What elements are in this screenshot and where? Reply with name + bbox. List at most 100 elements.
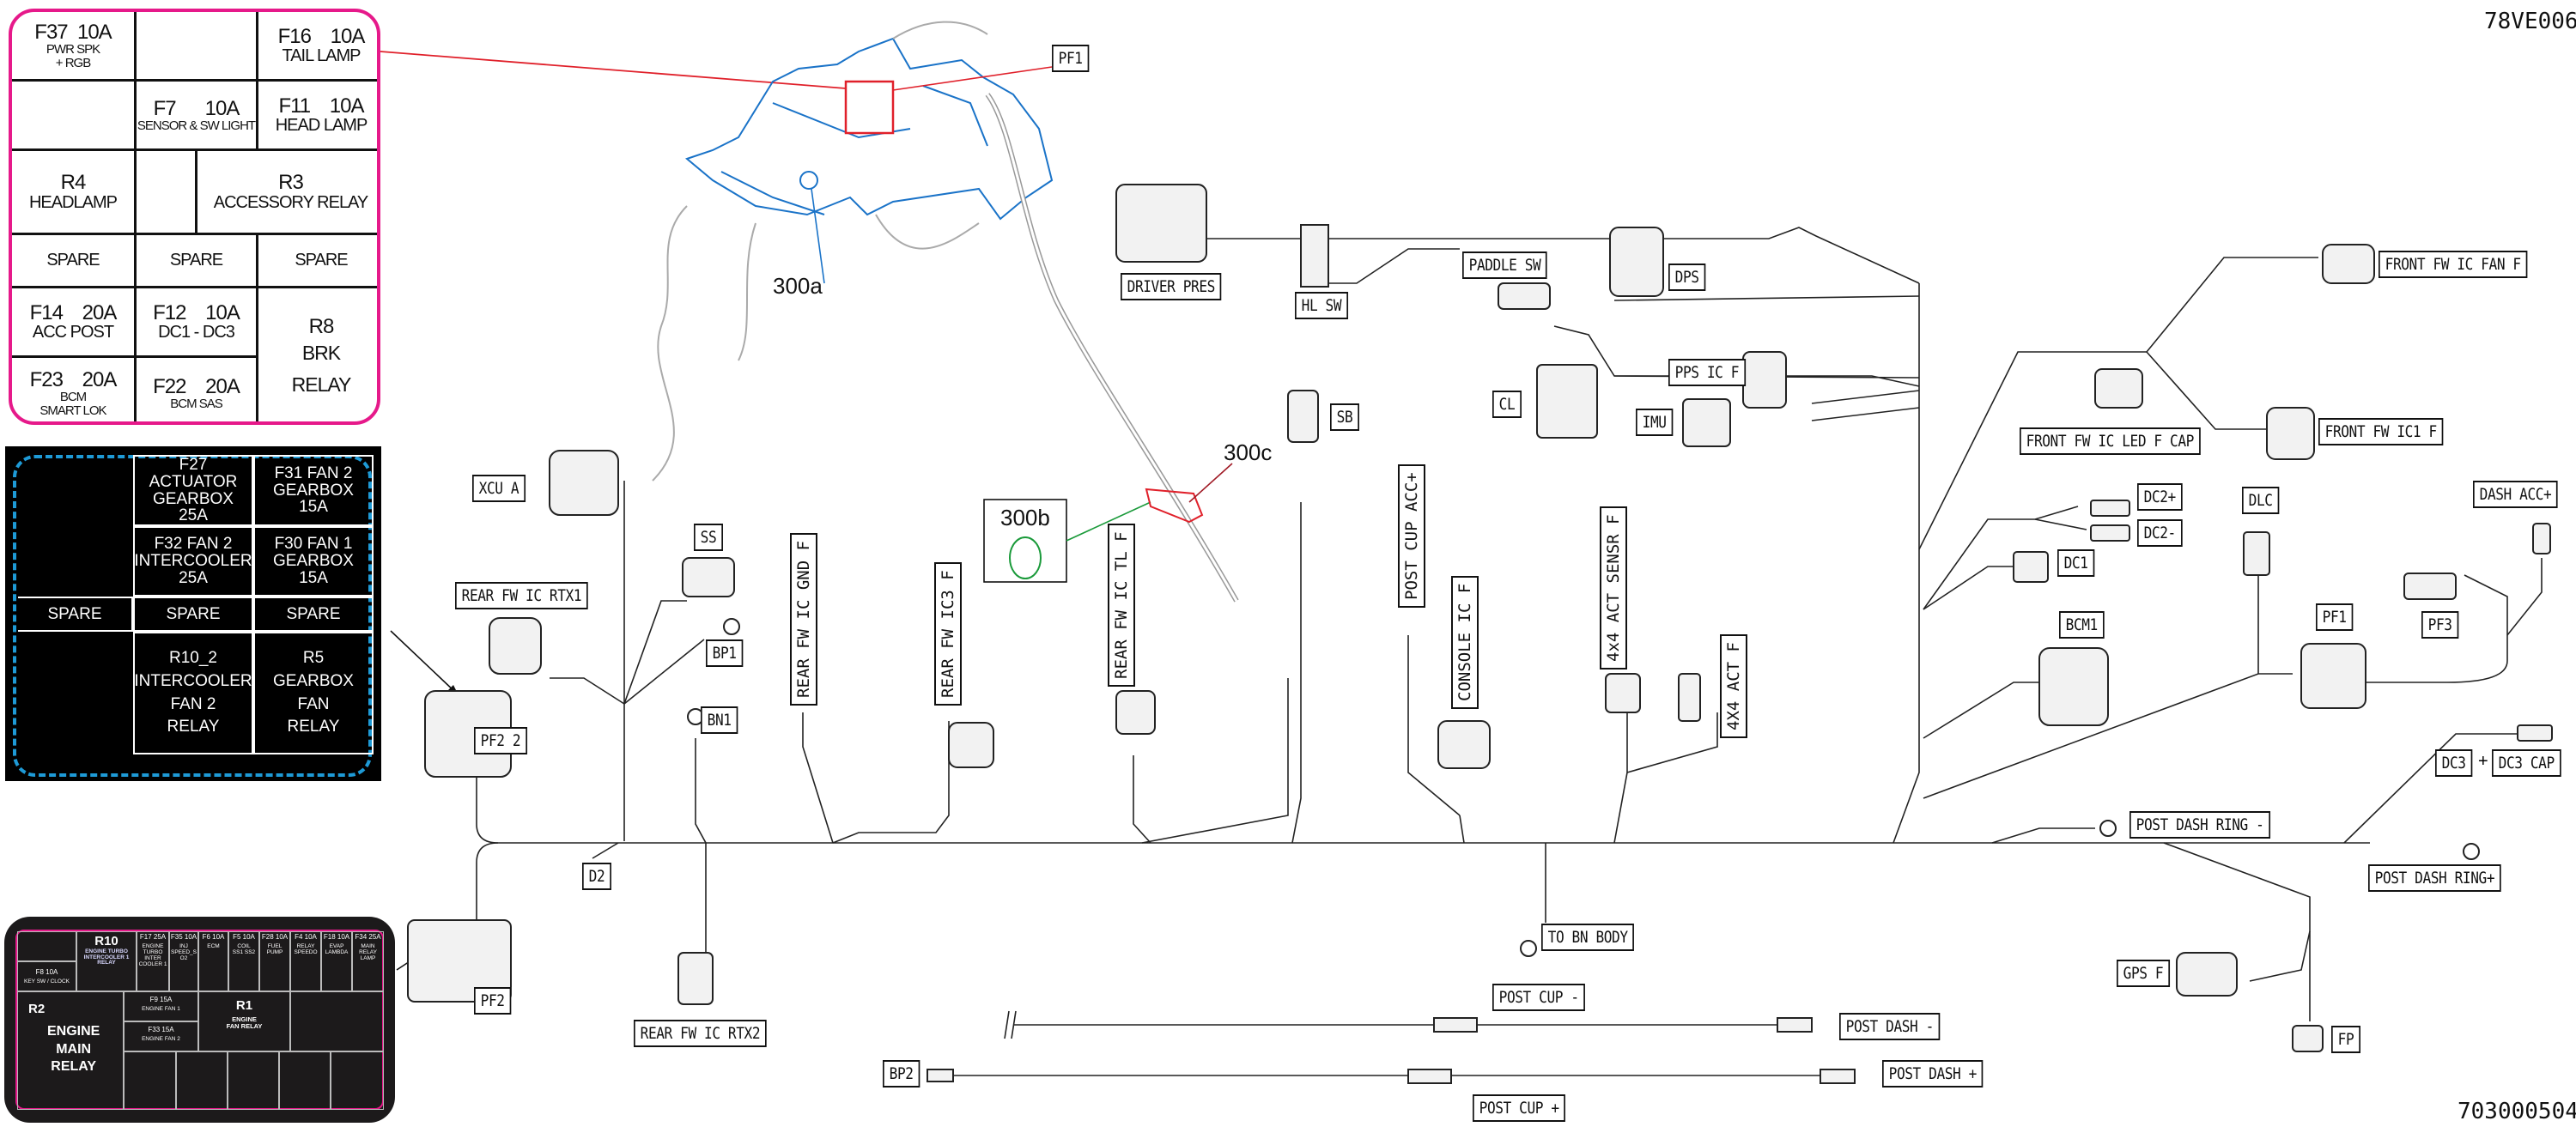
callout-300a: 300a xyxy=(773,273,823,299)
driver-pres-connector-icon xyxy=(1115,184,1207,263)
spare-slot: SPARE xyxy=(133,597,253,632)
harness-3d-drawing xyxy=(652,21,1239,603)
label-rear-fw-ic-rtx2[interactable]: REAR FW IC RTX2 xyxy=(634,1020,767,1047)
empty-slot xyxy=(124,1051,176,1110)
post-dash-plus-terminal-icon xyxy=(1820,1069,1856,1084)
bn1-wire xyxy=(695,738,707,1004)
label-pf2[interactable]: PF2 xyxy=(474,987,512,1015)
post-dash-minus-terminal-icon xyxy=(1777,1017,1813,1033)
label-d2[interactable]: D2 xyxy=(582,863,611,890)
label-bp1[interactable]: BP1 xyxy=(706,639,744,667)
label-driver-pres[interactable]: DRIVER PRES xyxy=(1121,273,1222,300)
label-to-bn-body[interactable]: TO BN BODY xyxy=(1541,924,1635,951)
fuse-f30: F30 FAN 1 GEARBOX 15A xyxy=(253,526,374,597)
ic3-f-connector-icon xyxy=(948,722,994,768)
label-bcm1[interactable]: BCM1 xyxy=(2059,611,2105,639)
label-rear-fw-ic-rtx1[interactable]: REAR FW IC RTX1 xyxy=(455,582,588,609)
label-post-cup-acc-plus[interactable]: POST CUP ACC+ xyxy=(1398,464,1425,608)
label-cl[interactable]: CL xyxy=(1492,391,1522,418)
label-4x4-act-f[interactable]: 4X4 ACT F xyxy=(1720,634,1747,738)
empty-slot xyxy=(12,82,137,151)
callout-300b: 300b xyxy=(1000,505,1050,530)
fp-connector-icon xyxy=(2292,1025,2324,1052)
label-rear-fw-ic-tl-f[interactable]: REAR FW IC TL F xyxy=(1108,524,1135,687)
label-fp[interactable]: FP xyxy=(2331,1026,2360,1053)
fuse-box-2: F27 ACTUATOR GEARBOX 25A F31 FAN 2 GEARB… xyxy=(5,446,381,781)
label-dash-acc-plus[interactable]: DASH ACC+ xyxy=(2473,481,2558,508)
dlc-connector-icon xyxy=(2243,531,2270,576)
label-rear-fw-ic3-f[interactable]: REAR FW IC3 F xyxy=(934,562,962,706)
label-pf2-2[interactable]: PF2 2 xyxy=(474,727,527,754)
sb-connector-icon xyxy=(1287,390,1319,443)
empty-slot xyxy=(279,1051,331,1110)
gps-f-connector-icon xyxy=(2176,952,2238,997)
label-bp2[interactable]: BP2 xyxy=(883,1060,920,1088)
dc2-plus-connector-icon xyxy=(2090,500,2130,517)
label-paddle-sw[interactable]: PADDLE SW xyxy=(1462,251,1547,279)
label-post-cup-plus[interactable]: POST CUP + xyxy=(1473,1094,1566,1122)
label-rear-fw-ic-gnd-f[interactable]: REAR FW IC GND F xyxy=(790,532,817,706)
spare-slot: SPARE xyxy=(253,597,374,632)
label-gps-f[interactable]: GPS F xyxy=(2117,960,2170,987)
label-dc1[interactable]: DC1 xyxy=(2057,549,2095,577)
cl-connector-icon xyxy=(1536,364,1598,439)
spare-slot: SPARE xyxy=(258,235,377,288)
label-dlc[interactable]: DLC xyxy=(2242,487,2280,514)
tl-f-connector-icon xyxy=(1115,690,1156,735)
bp1-ring-terminal-icon xyxy=(723,618,740,635)
part-number: 703000504 xyxy=(2458,1099,2576,1124)
label-4x4-act-sensr-f[interactable]: 4x4 ACT SENSR F xyxy=(1600,506,1627,670)
label-pps-ic-f[interactable]: PPS IC F xyxy=(1668,359,1746,386)
label-dc3-cap[interactable]: DC3 CAP xyxy=(2492,749,2561,777)
dc3-plus-sign: + xyxy=(2478,752,2488,771)
label-front-fw-ic-led-f-cap[interactable]: FRONT FW IC LED F CAP xyxy=(2020,427,2201,455)
label-post-dash-ring-plus[interactable]: POST DASH RING+ xyxy=(2368,864,2501,892)
label-imu[interactable]: IMU xyxy=(1636,409,1674,436)
label-dps[interactable]: DPS xyxy=(1668,264,1706,291)
label-dc2-plus[interactable]: DC2+ xyxy=(2137,483,2183,511)
label-bn1[interactable]: BN1 xyxy=(701,706,738,734)
label-post-dash-minus[interactable]: POST DASH - xyxy=(1839,1013,1941,1040)
label-dc2-minus[interactable]: DC2- xyxy=(2137,519,2183,547)
label-post-dash-plus[interactable]: POST DASH + xyxy=(1882,1060,1984,1088)
pps-ic-f-connector-icon xyxy=(1742,351,1787,409)
label-pf3[interactable]: PF3 xyxy=(2421,611,2459,639)
label-ss[interactable]: SS xyxy=(694,524,723,551)
empty-slot xyxy=(137,151,197,235)
paddle-sw-connector-icon xyxy=(1498,282,1551,310)
label-sb[interactable]: SB xyxy=(1330,403,1359,431)
label-xcu-a[interactable]: XCU A xyxy=(472,475,526,502)
fuse-f32: F32 FAN 2 INTERCOOLER 25A xyxy=(133,526,253,597)
console-ic-f-connector-icon xyxy=(1437,720,1491,769)
label-front-fw-ic-fan-f[interactable]: FRONT FW IC FAN F xyxy=(2379,251,2528,278)
dc2-minus-connector-icon xyxy=(2090,524,2130,542)
label-pf1[interactable]: PF1 xyxy=(2316,603,2354,631)
label-post-cup-minus[interactable]: POST CUP - xyxy=(1492,984,1586,1011)
empty-slot xyxy=(176,1051,228,1110)
label-front-fw-ic1-f[interactable]: FRONT FW IC1 F xyxy=(2318,418,2444,445)
label-dc3[interactable]: DC3 xyxy=(2435,749,2473,777)
label-pf1-top[interactable]: PF1 xyxy=(1052,45,1090,72)
dc3-connector-icon xyxy=(2517,724,2553,742)
label-hl-sw[interactable]: HL SW xyxy=(1295,292,1348,319)
spare-slot: SPARE xyxy=(137,235,258,288)
right-trunk-wire xyxy=(1893,283,1920,844)
label-console-ic-f[interactable]: CONSOLE IC F xyxy=(1451,575,1479,709)
front-fw-ic-fan-f-connector-icon xyxy=(2322,244,2375,284)
bp2-terminal-icon xyxy=(927,1069,954,1082)
label-post-dash-ring-minus[interactable]: POST DASH RING - xyxy=(2129,811,2271,839)
pf2-connector-icon xyxy=(407,919,512,1003)
part-300c-icon xyxy=(1145,488,1204,524)
